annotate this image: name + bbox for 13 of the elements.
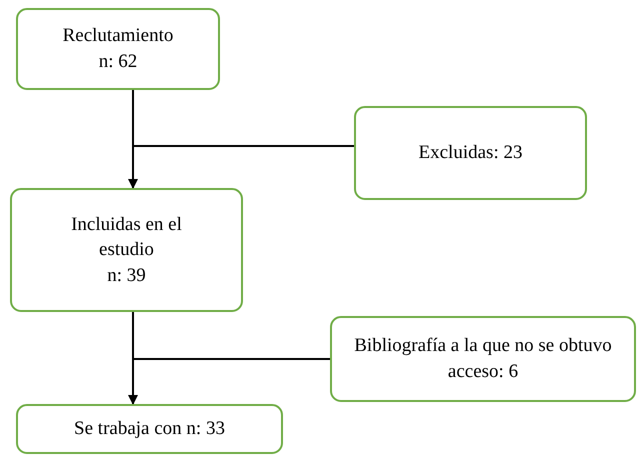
node-text: Bibliografía a la que no se obtuvo acceso: 6 <box>353 334 613 384</box>
node-text: n: 39 <box>107 264 146 288</box>
connector-line <box>132 90 354 147</box>
process-box <box>354 106 587 200</box>
process-box <box>10 188 243 312</box>
process-box <box>16 8 220 90</box>
node-text: Se trabaja con n: 33 <box>74 417 225 442</box>
connector-line <box>132 312 330 360</box>
process-box <box>330 316 636 402</box>
node-text: Reclutamiento <box>62 24 174 48</box>
node-text: Excluidas: 23 <box>418 141 522 166</box>
process-box <box>16 404 283 454</box>
node-text: n: 62 <box>98 50 138 74</box>
